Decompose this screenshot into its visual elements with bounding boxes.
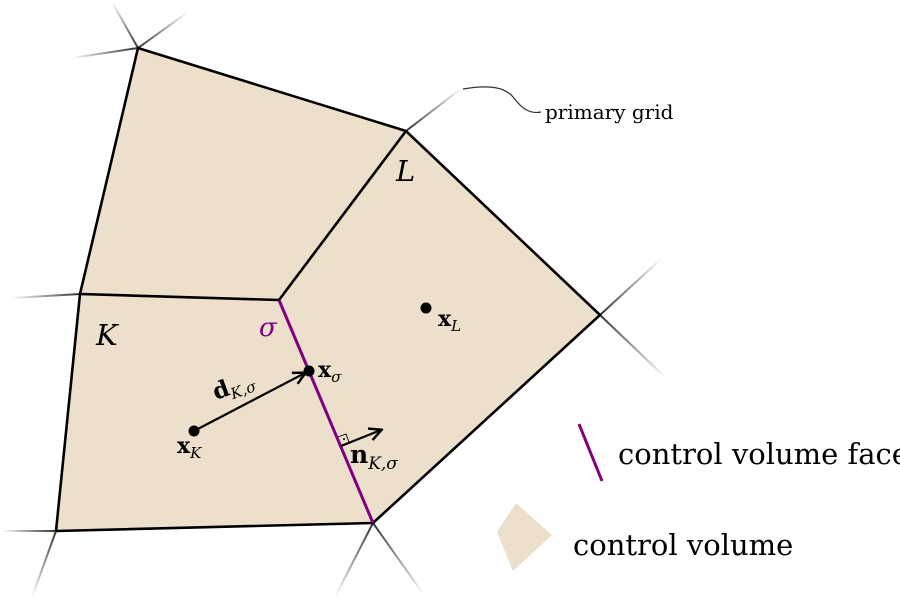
legend: control volume face control volume [497, 423, 900, 571]
right-angle-mark [337, 433, 350, 443]
control-volume-face-sigma [277, 299, 375, 524]
legend-volume-label: control volume [573, 528, 793, 562]
cell-K [56, 294, 373, 531]
control-volume-cells [56, 48, 600, 531]
primary-grid-leader [462, 86, 542, 114]
point-x-L [420, 302, 432, 314]
cell-upper-left [80, 48, 406, 300]
legend-face-label: control volume face [618, 437, 900, 471]
n-vector-arrow [340, 430, 381, 448]
sigma-label: σ [259, 313, 278, 343]
d-vector-arrow [193, 373, 305, 432]
right-angle-dot [343, 438, 345, 440]
cell-label-K: K [95, 318, 120, 352]
n-vector-label: nK,σ [350, 440, 398, 474]
legend-face-swatch [577, 423, 604, 482]
x-L-label: xL [438, 306, 461, 335]
cell-label-L: L [395, 154, 415, 188]
primary-grid-label: primary grid [545, 100, 674, 124]
point-x-sigma [303, 365, 315, 377]
legend-volume-swatch [497, 503, 552, 571]
x-K-label: xK [177, 433, 202, 462]
x-sigma-label: xσ [318, 357, 342, 386]
primary-grid-continuations [2, 1, 667, 598]
cell-L [279, 131, 600, 523]
